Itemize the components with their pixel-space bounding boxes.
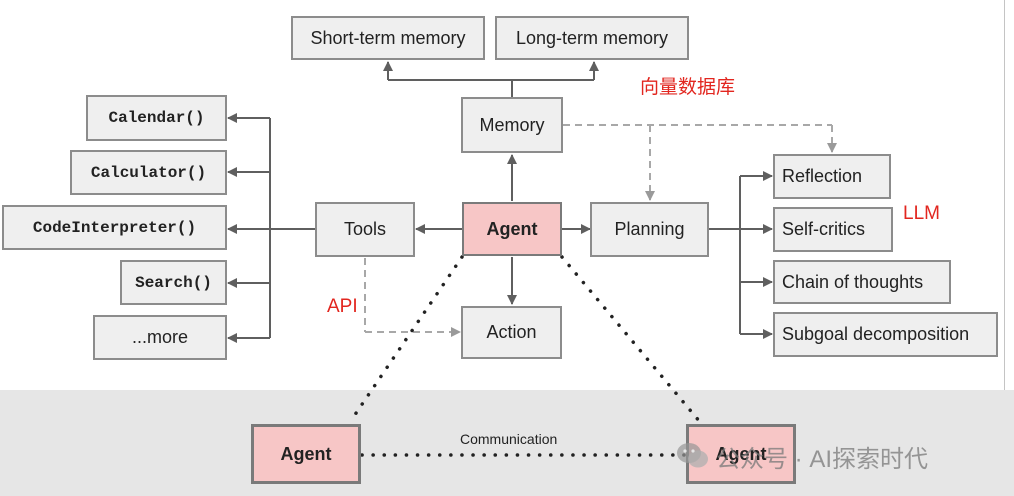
agent-box: Agent: [462, 202, 562, 256]
communication-label: Communication: [460, 431, 558, 447]
plan-self-critics: Self-critics: [773, 207, 893, 252]
tool-more: ...more: [93, 315, 227, 360]
watermark: 公众号 · AI探索时代: [676, 438, 928, 474]
plan-subgoal-decomposition: Subgoal decomposition: [773, 312, 998, 357]
planning-box: Planning: [590, 202, 709, 257]
llm-note: LLM: [903, 203, 940, 224]
lower-band: [0, 390, 1014, 496]
long-term-memory-box: Long-term memory: [495, 16, 689, 60]
memory-box: Memory: [461, 97, 563, 153]
tool-calendar: Calendar(): [86, 95, 227, 141]
tool-search: Search(): [120, 260, 227, 305]
watermark-text: 公众号 · AI探索时代: [716, 445, 929, 473]
tool-code-interpreter: CodeInterpreter(): [2, 205, 227, 250]
tools-box: Tools: [315, 202, 415, 257]
api-note: API: [327, 296, 358, 317]
action-box: Action: [461, 306, 562, 359]
wechat-icon: [677, 443, 708, 468]
plan-chain-of-thoughts: Chain of thoughts: [773, 260, 951, 304]
tool-calculator: Calculator(): [70, 150, 227, 195]
plan-reflection: Reflection: [773, 154, 891, 199]
agent-right-box: Agent: [686, 424, 796, 484]
agent-left-box: Agent: [251, 424, 361, 484]
panel-edge: [1004, 0, 1005, 390]
short-term-memory-box: Short-term memory: [291, 16, 485, 60]
vector-db-note: 向量数据库: [640, 77, 736, 98]
